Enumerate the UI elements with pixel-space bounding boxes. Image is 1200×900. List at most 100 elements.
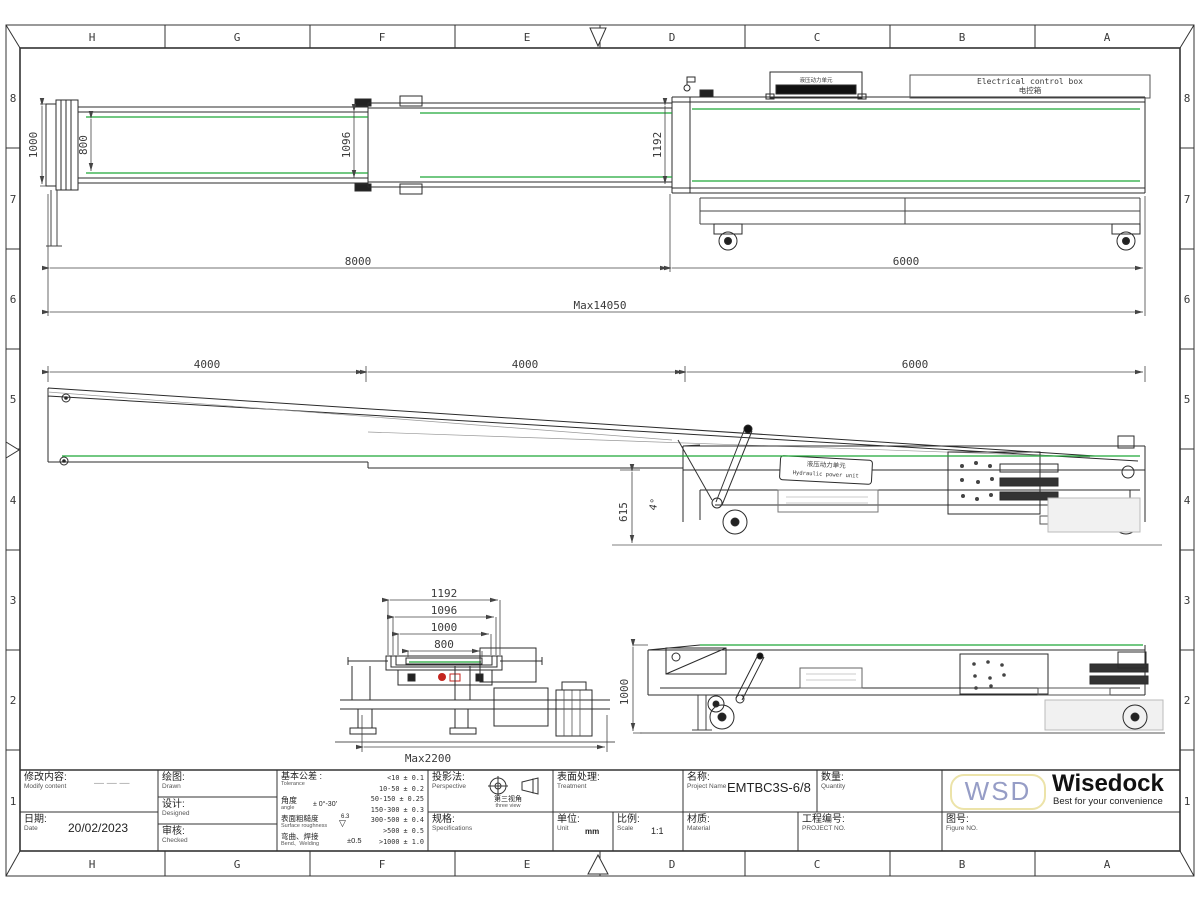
tolerance-row: 300-500 ± 0.4 bbox=[370, 816, 424, 825]
row-label: 4 bbox=[1184, 494, 1191, 507]
scale-label-zh: 比例: bbox=[617, 814, 640, 825]
drawn-label-zh: 绘图: bbox=[162, 772, 185, 783]
row-label: 2 bbox=[10, 694, 17, 707]
extended-view-dim-labels: 4000 4000 6000 615 4° 液压动力单元 Hydraulic p… bbox=[194, 358, 929, 522]
dim-1192-end: 1192 bbox=[431, 587, 458, 600]
spec-label-zh: 规格: bbox=[432, 814, 455, 825]
row-label: 5 bbox=[10, 393, 17, 406]
unit-label-en: Unit bbox=[557, 825, 569, 832]
row-label: 8 bbox=[10, 92, 17, 105]
dim-1000: 1000 bbox=[27, 132, 40, 159]
quantity-cell: 数量: Quantity bbox=[817, 770, 942, 812]
tolerance-row: >500 ± 0.5 bbox=[383, 826, 424, 835]
dim-1192: 1192 bbox=[651, 132, 664, 159]
specifications-cell: 规格: Specifications bbox=[428, 812, 553, 851]
material-label-zh: 材质: bbox=[687, 814, 710, 825]
dim-800-end: 800 bbox=[434, 638, 454, 651]
center-mark-bottom-icon bbox=[587, 853, 609, 875]
scale-label-en: Scale bbox=[617, 825, 634, 832]
angle-value: ± 0°-30′ bbox=[313, 801, 337, 808]
quantity-label-zh: 数量: bbox=[821, 772, 844, 783]
tolerance-label-zh: 基本公差 : bbox=[281, 771, 323, 781]
projection-target-icon bbox=[488, 776, 508, 796]
col-label: H bbox=[89, 31, 96, 44]
tolerance-row: 50-150 ± 0.25 bbox=[370, 795, 424, 804]
dim-1000-retracted: 1000 bbox=[618, 679, 631, 706]
dim-1096-end: 1096 bbox=[431, 604, 458, 617]
treatment-cell: 表面处理: Treatment bbox=[553, 770, 683, 812]
col-label: D bbox=[669, 31, 676, 44]
col-label: F bbox=[379, 31, 386, 44]
checked-cell: 审核: Checked bbox=[158, 824, 277, 851]
checked-label-en: Checked bbox=[162, 837, 188, 844]
modify-content-cell: 修改内容: Modify content — — — bbox=[20, 770, 158, 812]
checked-label-zh: 审核: bbox=[162, 826, 185, 837]
date-cell: 日期: Date 20/02/2023 bbox=[20, 812, 158, 851]
row-label: 7 bbox=[10, 193, 17, 206]
tolerance-row: >1000 ± 1.0 bbox=[378, 837, 424, 846]
project-no-label-zh: 工程编号: bbox=[802, 814, 845, 825]
tolerance-label-en: Tolerance bbox=[281, 781, 305, 787]
drawn-label-en: Drawn bbox=[162, 783, 181, 790]
designed-label-zh: 设计: bbox=[162, 799, 185, 810]
col-label: H bbox=[89, 858, 96, 871]
projection-cone-icon bbox=[521, 777, 539, 795]
col-label: E bbox=[524, 858, 531, 871]
dim-max2200: Max2200 bbox=[405, 752, 451, 765]
bend-value: ±0.5 bbox=[347, 836, 362, 845]
project-no-label-en: PROJECT NO. bbox=[802, 825, 846, 832]
date-label-en: Date bbox=[24, 825, 38, 832]
row-label: 6 bbox=[10, 293, 17, 306]
electrical-box-label-zh: 电控箱 bbox=[1019, 85, 1042, 95]
spec-label-en: Specifications bbox=[432, 825, 473, 832]
project-name-cell: 名称: Project Name EMTBC3S-6/8 bbox=[683, 770, 817, 812]
col-label: A bbox=[1104, 858, 1111, 871]
designed-label-en: Designed bbox=[162, 810, 190, 817]
unit-value: mm bbox=[585, 827, 600, 836]
electrical-box-label-en: Electrical control box bbox=[977, 77, 1083, 86]
row-label: 4 bbox=[10, 494, 17, 507]
wsd-logo: WSD bbox=[950, 774, 1046, 810]
col-label: D bbox=[669, 858, 676, 871]
col-label: G bbox=[234, 858, 241, 871]
scale-value: 1:1 bbox=[651, 826, 664, 836]
row-label: 3 bbox=[10, 594, 17, 607]
roughness-label-zh: 表面粗糙度 bbox=[281, 814, 319, 823]
row-label: 7 bbox=[1184, 193, 1191, 206]
dim-615: 615 bbox=[617, 502, 630, 522]
project-name-value: EMTBC3S-6/8 bbox=[727, 780, 811, 795]
wisedock-logo-text: Wisedock bbox=[1052, 770, 1164, 797]
project-no-cell: 工程编号: PROJECT NO. bbox=[798, 812, 942, 851]
modify-content-label-zh: 修改内容: bbox=[24, 772, 67, 783]
treatment-label-zh: 表面处理: bbox=[557, 772, 600, 783]
roughness-value: 6.3 bbox=[341, 814, 350, 820]
col-label: A bbox=[1104, 31, 1111, 44]
col-label: B bbox=[959, 858, 966, 871]
tolerance-cell: 基本公差 : Tolerance 角度 angle ± 0°-30′ 表面粗糙度… bbox=[277, 770, 428, 851]
col-label: B bbox=[959, 31, 966, 44]
tolerance-rows: <10 ± 0.1 10-50 ± 0.2 50-150 ± 0.25 150-… bbox=[371, 773, 424, 847]
projection-label-en: Perspective bbox=[432, 783, 466, 790]
hydraulic-box-label-zh: 液压动力单元 bbox=[799, 76, 833, 84]
plan-view-dim-labels: 1000 800 1096 1192 8000 6000 Max14050 El… bbox=[27, 76, 1083, 312]
col-label: F bbox=[379, 858, 386, 871]
retracted-side-view bbox=[640, 644, 1165, 734]
dim-1000-end: 1000 bbox=[431, 621, 458, 634]
figure-no-label-zh: 图号: bbox=[946, 814, 969, 825]
dim-4000-a: 4000 bbox=[194, 358, 221, 371]
quantity-label-en: Quantity bbox=[821, 783, 846, 790]
projection-label-zh: 投影法: bbox=[432, 772, 465, 783]
retracted-view-dimensions bbox=[630, 639, 648, 734]
name-label-en: Project Name bbox=[687, 783, 727, 790]
end-view-dim-labels: 1192 1096 1000 800 Max2200 bbox=[405, 587, 457, 765]
tolerance-row: <10 ± 0.1 bbox=[387, 774, 424, 782]
logo-slogan: Best for your convenience bbox=[1053, 796, 1163, 807]
projection-cell: 投影法: Perspective 第三视角 three view bbox=[428, 770, 553, 812]
angle-label-zh: 角度 bbox=[281, 796, 297, 805]
dim-4000-b: 4000 bbox=[512, 358, 539, 371]
third-view-label-en: three view bbox=[495, 803, 521, 809]
row-label: 6 bbox=[1184, 293, 1191, 306]
modify-content-value: — — — bbox=[94, 778, 130, 789]
extended-side-view bbox=[47, 387, 1162, 546]
